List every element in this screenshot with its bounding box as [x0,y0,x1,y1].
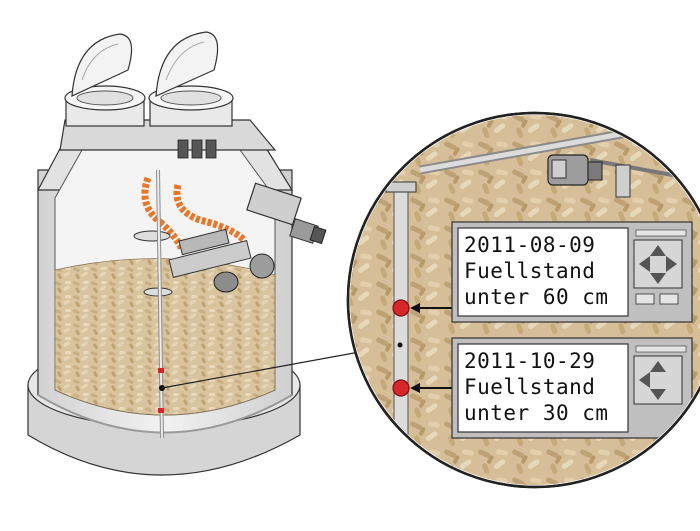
tank [27,31,399,476]
extraction-unit [168,228,275,293]
sensor-marker [392,299,410,317]
display-1-date: 2011-08-09 [464,233,595,257]
display-2-line3: unter 30 cm [464,401,609,425]
suction-hose-icon [141,176,163,225]
lcd-screen [457,227,629,317]
sensor-marker [158,408,164,413]
level-sensor-probe-icon [156,169,165,439]
lcd-screen [457,343,629,433]
lid-left [64,33,146,127]
display-1-line3: unter 60 cm [464,285,609,309]
sensor-marker [158,368,164,373]
side-port [246,182,302,226]
dpad-icon [633,355,683,405]
display-unit-icon [451,221,693,323]
display-2-date: 2011-10-29 [464,349,595,373]
sensor-marker [392,379,410,397]
display-unit-icon [451,337,693,439]
display-1-line2: Fuellstand [464,259,595,283]
tank-lid-icon [71,33,133,97]
dpad-icon [633,239,683,289]
valve-motor [547,154,603,186]
display-2-line2: Fuellstand [464,375,595,399]
lid-right [148,31,234,127]
tank-lid-icon [155,31,219,97]
zoom-detail: 2011-08-09 Fuellstand unter 60 cm 2011-1… [346,111,700,489]
pellet-fill [54,258,276,416]
